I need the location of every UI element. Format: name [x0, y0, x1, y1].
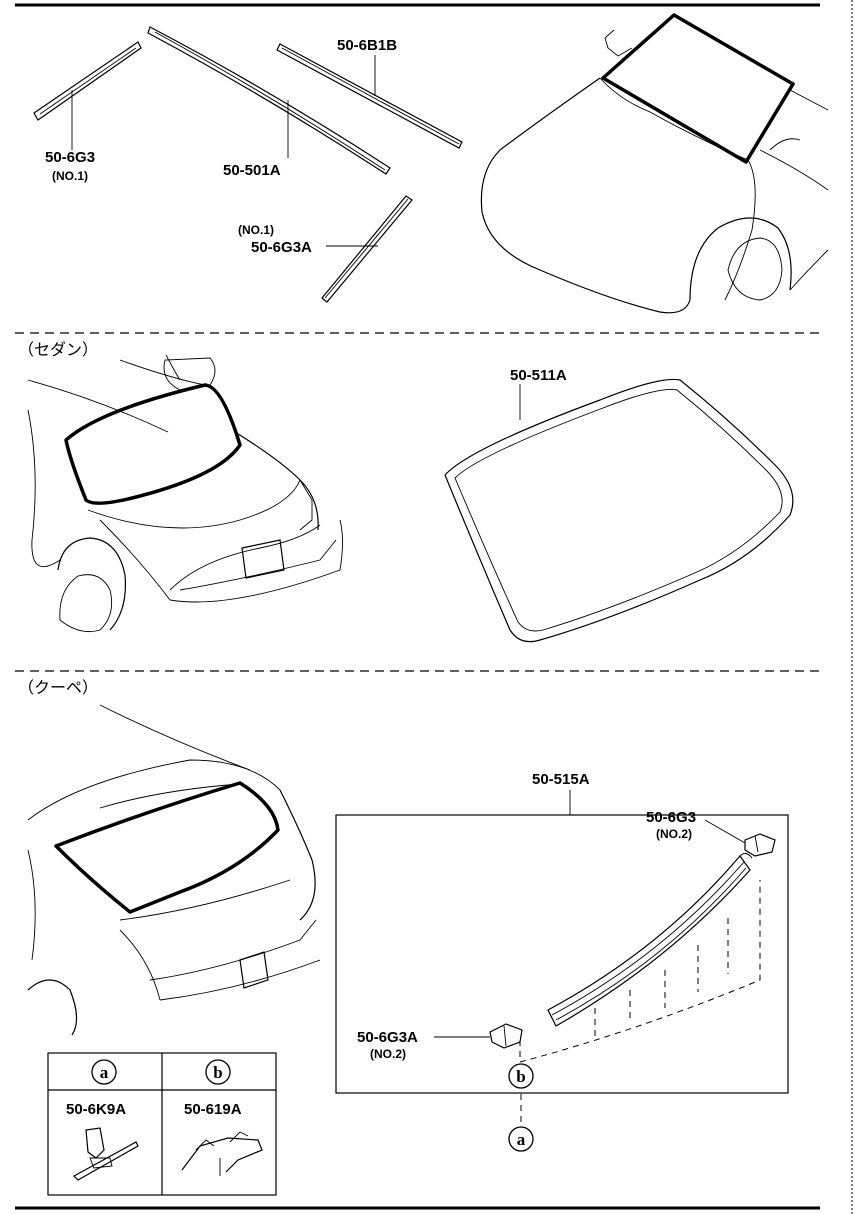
label-50-6G3-no1: 50-6G3 — [45, 149, 95, 166]
callout-a-text: a — [517, 1130, 526, 1149]
label-coupe: （クーペ） — [18, 678, 98, 697]
clip-50-6G3-no2 — [744, 833, 776, 857]
rear-moulding-50-515A — [547, 853, 753, 1027]
leader-50-6G3-no2 — [704, 819, 746, 844]
car-front-illustration — [480, 29, 829, 314]
label-50-6G3A-no2: 50-6G3A — [357, 1029, 418, 1046]
fastener-50-619A-illustration — [181, 1131, 263, 1176]
callout-b-text: b — [516, 1067, 525, 1086]
legend-code-50-6K9A: 50-6K9A — [66, 1101, 126, 1118]
note-50-6G3A-no2: (NO.2) — [370, 1047, 406, 1061]
legend-code-50-619A: 50-619A — [184, 1101, 242, 1118]
note-50-6G3A-no1: (NO.1) — [238, 223, 274, 237]
coupe-rear-illustration — [27, 704, 321, 1036]
callout-b-circle — [508, 1063, 534, 1089]
label-50-511A: 50-511A — [510, 367, 567, 384]
note-50-6G3-no2: (NO.2) — [656, 827, 692, 841]
label-50-6G3-no2: 50-6G3 — [646, 809, 696, 826]
fastener-50-6K9A-illustration — [73, 1127, 139, 1181]
clip-50-6G3A-no2 — [489, 1023, 523, 1049]
label-50-515A: 50-515A — [532, 771, 590, 788]
fastener-legend-table — [47, 1052, 277, 1196]
legend-marker-a: a — [100, 1063, 109, 1082]
label-sedan: （セダン） — [18, 340, 98, 359]
callout-a-circle — [508, 1126, 534, 1152]
detail-box-50-515A — [335, 814, 789, 1094]
rear-glass-seal-50-511A — [444, 378, 794, 643]
molding-50-501A — [147, 26, 391, 175]
sedan-rear-window-outline — [64, 383, 242, 505]
molding-50-6G3A-no1 — [321, 195, 413, 303]
molding-50-6G3-no1 — [33, 41, 142, 121]
legend-marker-a-circle — [91, 1059, 117, 1085]
label-50-501A: 50-501A — [223, 162, 281, 179]
label-50-6G3A-no1: 50-6G3A — [251, 239, 312, 256]
windshield-outline — [601, 13, 795, 164]
label-50-6B1B: 50-6B1B — [337, 37, 397, 54]
sedan-rear-illustration — [27, 354, 343, 633]
fastener-dashed-lines — [519, 880, 761, 1063]
legend-marker-b: b — [213, 1063, 222, 1082]
coupe-rear-window-outline — [54, 781, 280, 914]
note-50-6G3-no1: (NO.1) — [52, 169, 88, 183]
molding-50-6B1B — [276, 43, 463, 149]
legend-marker-b-circle — [205, 1059, 231, 1085]
